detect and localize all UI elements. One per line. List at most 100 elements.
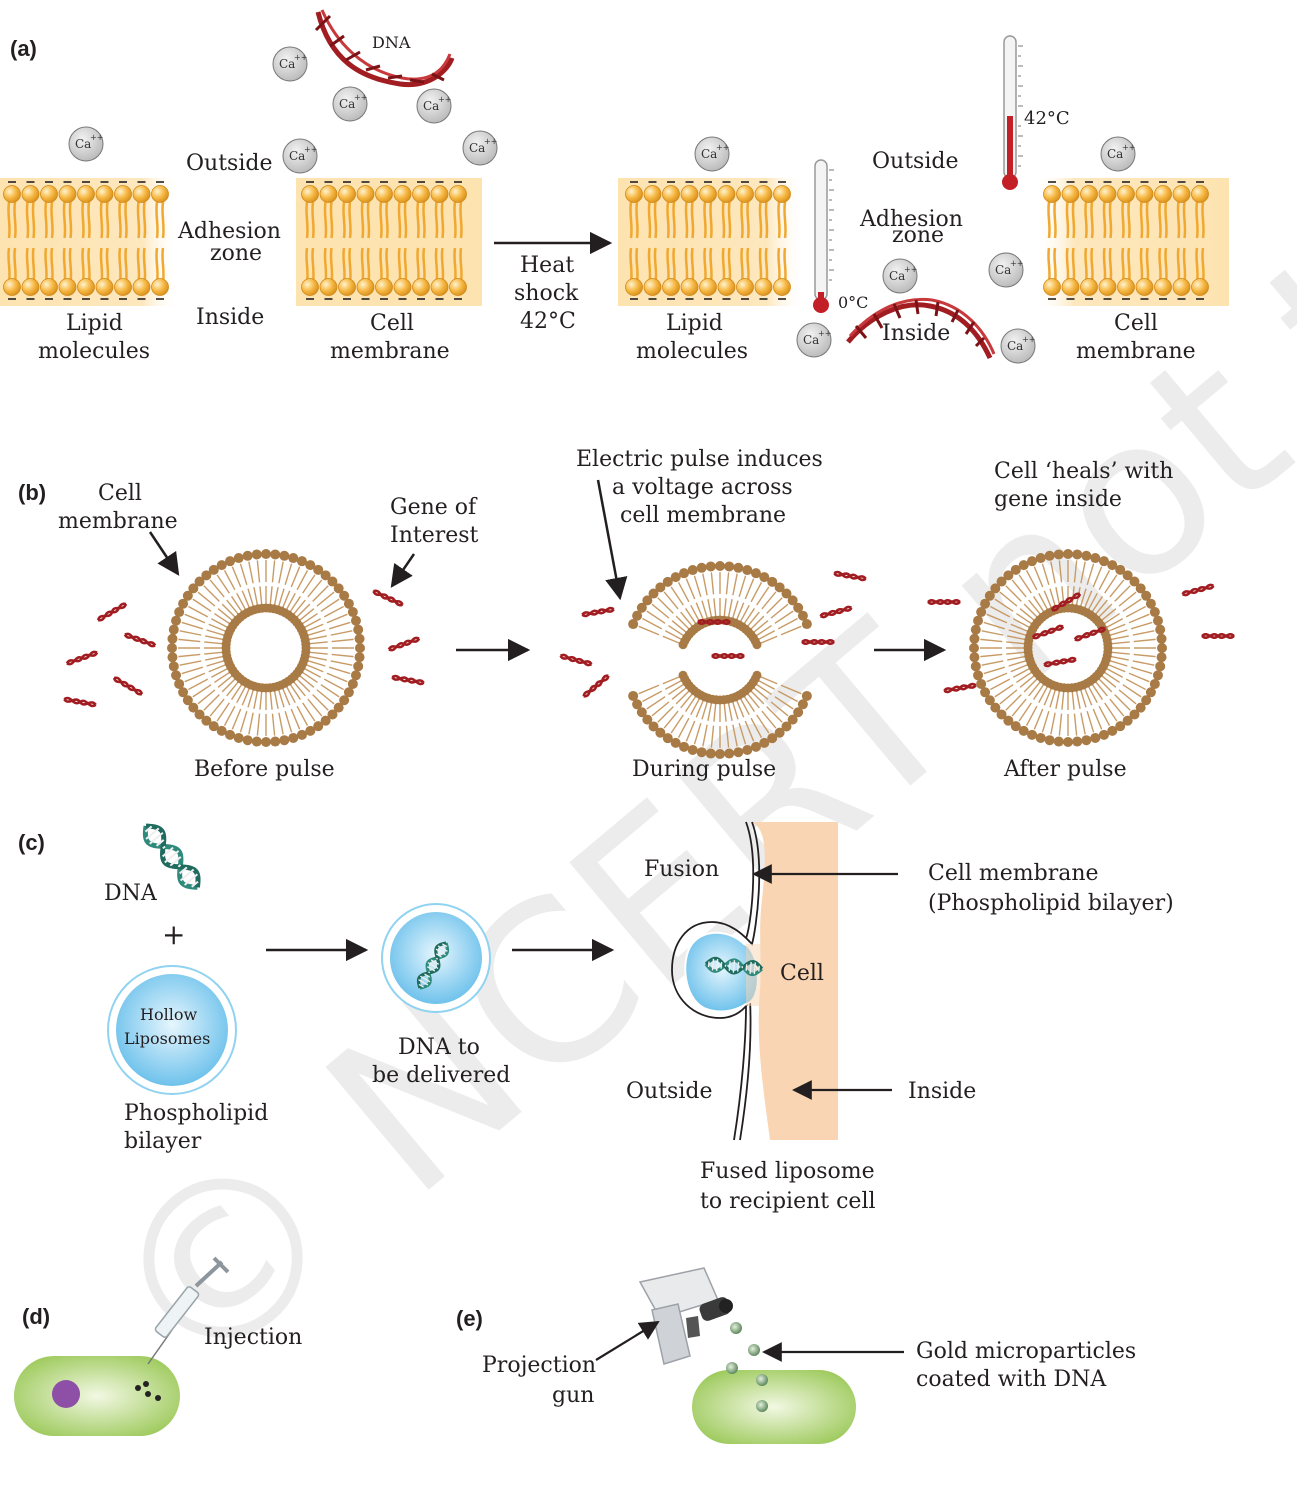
calcium-ion: Ca++ <box>988 252 1024 288</box>
dna-fragment <box>943 682 977 694</box>
cellmem-b-1: Cell <box>98 481 142 506</box>
adhesion-label-1: Adhesion <box>177 219 281 244</box>
heat-temp-label: 42°C <box>520 309 576 334</box>
dna-fragment <box>711 653 745 659</box>
dna-fragment <box>96 602 128 622</box>
dna-fragment <box>697 619 731 625</box>
panel-e-tag: (e) <box>456 1306 483 1331</box>
calcium-charge: ++ <box>818 329 831 338</box>
syringe-icon <box>147 1256 230 1365</box>
deliver-label-2: be delivered <box>372 1063 510 1088</box>
fused-label-1: Fused liposome <box>700 1159 875 1184</box>
dna-fragment <box>112 676 144 696</box>
calcium-charge: ++ <box>1122 143 1135 152</box>
calcium-label: Ca <box>1007 339 1023 353</box>
gold-microparticles <box>726 1322 768 1412</box>
calcium-label: Ca <box>889 269 905 283</box>
calcium-ion: Ca++ <box>462 130 498 166</box>
outside-label-1: Outside <box>186 151 272 176</box>
dna-fragment <box>123 632 157 648</box>
inside-label-1: Inside <box>196 305 264 330</box>
projection-gun-icon <box>638 1267 733 1365</box>
calcium-charge: ++ <box>1010 259 1023 268</box>
dna-fragment <box>63 696 97 708</box>
calcium-charge: ++ <box>484 137 497 146</box>
cellmem-label-2b: membrane <box>1076 339 1196 364</box>
calcium-ion: Ca++ <box>272 46 308 82</box>
adhesion-label-2: Adhesion <box>859 207 963 232</box>
calcium-ion: Ca++ <box>796 322 832 358</box>
after-pulse-label: After pulse <box>1003 757 1127 782</box>
bilayer-left-2 <box>625 181 791 300</box>
gun-label-2: gun <box>552 1383 594 1408</box>
gold-label-1: Gold microparticles <box>916 1339 1136 1364</box>
panel-a-tag: (a) <box>10 36 37 61</box>
cellmem-c-1: Cell membrane <box>928 861 1099 886</box>
phospho-label-2: bilayer <box>124 1129 202 1154</box>
lipid-label-2b: molecules <box>636 339 748 364</box>
bilayer-right-1 <box>301 181 467 300</box>
dna-fragment <box>1181 583 1215 597</box>
calcium-charge: ++ <box>90 133 103 142</box>
calcium-charge: ++ <box>294 53 307 62</box>
hollow-label-1: Hollow <box>140 1005 197 1024</box>
gene-label-2: Interest <box>390 523 479 548</box>
pulse-label-1: Electric pulse induces <box>576 447 823 472</box>
fused-label-2: to recipient cell <box>700 1189 876 1214</box>
gun-arrow <box>595 1320 660 1361</box>
calcium-ion: Ca++ <box>332 86 368 122</box>
calcium-ion: Ca++ <box>282 138 318 174</box>
panel-d: (d) Injection <box>14 1256 302 1436</box>
heals-label-1: Cell ‘heals’ with <box>994 459 1173 484</box>
calcium-charge: ++ <box>716 143 729 152</box>
cellmem-b-arrow <box>148 531 180 576</box>
calcium-label: Ca <box>75 137 91 151</box>
dna-fragment <box>582 674 610 698</box>
calcium-charge: ++ <box>304 145 317 154</box>
panel-b-tag: (b) <box>18 480 46 505</box>
heat-label: Heat <box>520 253 574 278</box>
calcium-label: Ca <box>701 147 717 161</box>
cell-label: Cell <box>780 961 824 986</box>
dna-strand-inside <box>846 297 996 360</box>
cellmem-label-2a: Cell <box>1114 311 1158 336</box>
dna-fragment <box>1031 624 1065 640</box>
dna-fragment <box>372 589 404 607</box>
calcium-ion: Ca++ <box>882 258 918 294</box>
gene-arrow <box>390 553 416 588</box>
calcium-label: Ca <box>1107 147 1123 161</box>
calcium-ion: Ca++ <box>68 126 104 162</box>
dna-fragment <box>559 653 593 667</box>
thermometer-high-icon <box>1002 35 1023 190</box>
lipid-bilayers <box>3 181 1209 300</box>
panel-c-tag: (c) <box>18 830 45 855</box>
calcium-ion: Ca++ <box>694 136 730 172</box>
panel-e: (e) Projection gun Gold microparticles c… <box>456 1267 1136 1444</box>
thermometer-low-icon <box>813 159 834 313</box>
plus-sign: + <box>162 918 185 951</box>
during-pulse-label: During pulse <box>632 757 776 782</box>
lipid-label-1a: Lipid <box>66 311 123 336</box>
calcium-charge: ++ <box>354 93 367 102</box>
dna-fragment <box>391 674 425 686</box>
ring-after-pulse <box>969 549 1167 747</box>
bilayer-left-1 <box>3 181 169 300</box>
cell-rings <box>167 549 1167 759</box>
calcium-label: Ca <box>279 57 295 71</box>
calcium-charge: ++ <box>1022 335 1035 344</box>
calcium-label: Ca <box>289 149 305 163</box>
calcium-label: Ca <box>995 263 1011 277</box>
green-cell-d <box>14 1356 180 1436</box>
pulse-label-2: a voltage across <box>612 475 793 500</box>
outside-label-c: Outside <box>626 1079 712 1104</box>
calcium-label: Ca <box>423 99 439 113</box>
green-cell-e <box>692 1370 856 1444</box>
temp-low-label: 0°C <box>838 293 868 312</box>
bilayer-right-2 <box>1043 181 1209 300</box>
dna-fragment <box>819 605 853 619</box>
cellmem-c-2: (Phospholipid bilayer) <box>928 891 1174 916</box>
dna-fragment <box>1050 592 1082 612</box>
deliver-label-1: DNA to <box>398 1035 480 1060</box>
zone-label-1: zone <box>210 241 262 266</box>
dna-fragment <box>1043 656 1077 668</box>
